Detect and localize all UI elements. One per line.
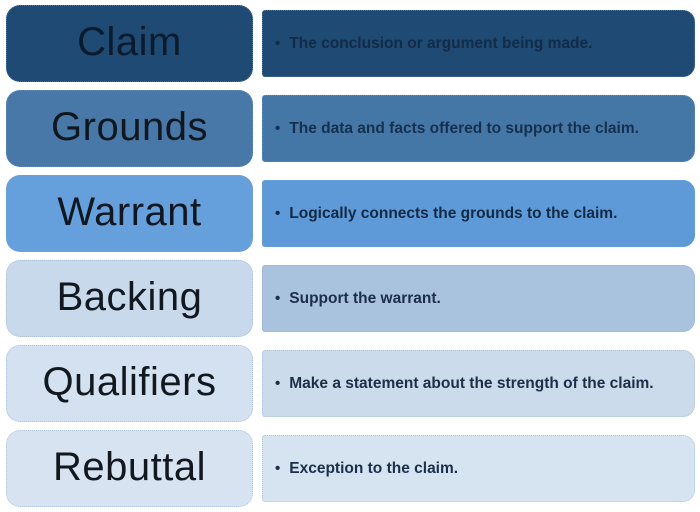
warrant-bullet-item: • Logically connects the grounds to the … bbox=[275, 204, 617, 223]
claim-description-band: • The conclusion or argument being made. bbox=[262, 10, 695, 77]
row-backing: Backing • Support the warrant. bbox=[6, 260, 695, 337]
claim-description: The conclusion or argument being made. bbox=[289, 35, 593, 52]
qualifiers-label: Qualifiers bbox=[42, 359, 217, 404]
warrant-description: Logically connects the grounds to the cl… bbox=[289, 205, 618, 222]
grounds-bullet-item: • The data and facts offered to support … bbox=[275, 119, 639, 138]
bullet-icon: • bbox=[275, 460, 281, 477]
claim-label-box: Claim bbox=[6, 5, 253, 82]
qualifiers-bullet-item: • Make a statement about the strength of… bbox=[275, 374, 654, 393]
warrant-label-box: Warrant bbox=[6, 175, 253, 252]
bullet-icon: • bbox=[275, 120, 281, 137]
backing-description-band: • Support the warrant. bbox=[262, 265, 695, 332]
rebuttal-description-band: • Exception to the claim. bbox=[262, 435, 695, 502]
row-warrant: Warrant • Logically connects the grounds… bbox=[6, 175, 695, 252]
bullet-icon: • bbox=[275, 375, 281, 392]
bullet-icon: • bbox=[275, 290, 281, 307]
qualifiers-description-band: • Make a statement about the strength of… bbox=[262, 350, 695, 417]
backing-label-box: Backing bbox=[6, 260, 253, 337]
rebuttal-description: Exception to the claim. bbox=[289, 460, 459, 477]
claim-label: Claim bbox=[77, 19, 182, 64]
qualifiers-label-box: Qualifiers bbox=[6, 345, 253, 422]
row-rebuttal: Rebuttal • Exception to the claim. bbox=[6, 430, 695, 507]
rebuttal-label: Rebuttal bbox=[53, 444, 206, 489]
grounds-label: Grounds bbox=[51, 104, 208, 149]
grounds-description: The data and facts offered to support th… bbox=[289, 120, 639, 137]
grounds-description-band: • The data and facts offered to support … bbox=[262, 95, 695, 162]
claim-bullet-item: • The conclusion or argument being made. bbox=[275, 34, 592, 53]
rebuttal-label-box: Rebuttal bbox=[6, 430, 253, 507]
row-qualifiers: Qualifiers • Make a statement about the … bbox=[6, 345, 695, 422]
backing-label: Backing bbox=[56, 274, 203, 319]
row-grounds: Grounds • The data and facts offered to … bbox=[6, 90, 695, 167]
rebuttal-bullet-item: • Exception to the claim. bbox=[275, 459, 458, 478]
grounds-label-box: Grounds bbox=[6, 90, 253, 167]
row-claim: Claim • The conclusion or argument being… bbox=[6, 5, 695, 82]
warrant-label: Warrant bbox=[57, 189, 202, 234]
bullet-icon: • bbox=[275, 205, 281, 222]
backing-bullet-item: • Support the warrant. bbox=[275, 289, 441, 308]
bullet-icon: • bbox=[275, 35, 281, 52]
qualifiers-description: Make a statement about the strength of t… bbox=[289, 375, 654, 392]
backing-description: Support the warrant. bbox=[289, 290, 441, 307]
warrant-description-band: • Logically connects the grounds to the … bbox=[262, 180, 695, 247]
